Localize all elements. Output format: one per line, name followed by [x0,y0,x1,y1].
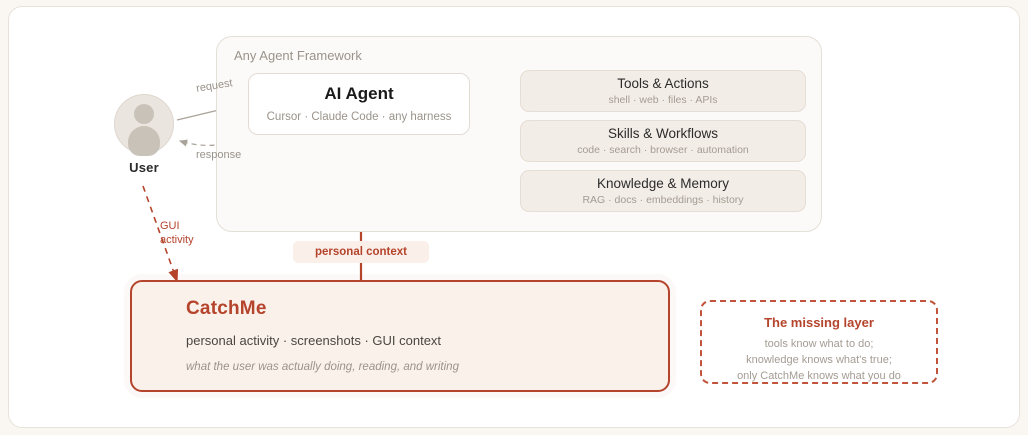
missing-layer-body: tools know what to do; knowledge knows w… [702,337,936,385]
ai-agent-node: AI Agent Cursor · Claude Code · any harn… [248,73,470,135]
capability-card-tools: Tools & Actions shell · web · files · AP… [520,70,806,112]
response-label: response [196,149,242,161]
catchme-title: CatchMe [186,298,267,319]
capability-subtitle: RAG · docs · embeddings · history [582,194,744,206]
missing-layer-line: knowledge knows what's true; [746,353,892,366]
gui-activity-line-1: GUI [160,220,180,232]
avatar-head [134,104,154,124]
ai-agent-subtitle: Cursor · Claude Code · any harness [266,111,452,123]
missing-layer-line: tools know what to do; [764,338,874,350]
missing-layer-line: only CatchMe knows what you do [737,369,901,382]
capability-card-skills: Skills & Workflows code · search · brows… [520,120,806,162]
user-node: User [112,94,176,175]
user-avatar-icon [114,94,174,156]
capability-card-knowledge: Knowledge & Memory RAG · docs · embeddin… [520,170,806,212]
catchme-note: what the user was actually doing, readin… [186,361,459,373]
catchme-subtitle: personal activity · screenshots · GUI co… [186,333,442,348]
avatar-body [128,126,160,156]
gui-activity-label: GUI activity [160,219,194,247]
capability-subtitle: code · search · browser · automation [577,144,749,156]
missing-layer-title: The missing layer [764,315,874,330]
capability-subtitle: shell · web · files · APIs [608,94,718,106]
ai-agent-title: AI Agent [324,84,394,103]
gui-activity-line-2: activity [160,234,194,247]
catchme-node: CatchMe personal activity · screenshots … [130,280,670,392]
personal-context-pill: personal context [293,241,429,263]
user-label: User [129,160,159,175]
capability-title: Tools & Actions [617,76,709,91]
framework-title: Any Agent Framework [234,48,362,63]
missing-layer-callout: The missing layer tools know what to do;… [700,300,938,384]
capability-title: Knowledge & Memory [596,176,730,191]
capability-title: Skills & Workflows [607,126,719,141]
